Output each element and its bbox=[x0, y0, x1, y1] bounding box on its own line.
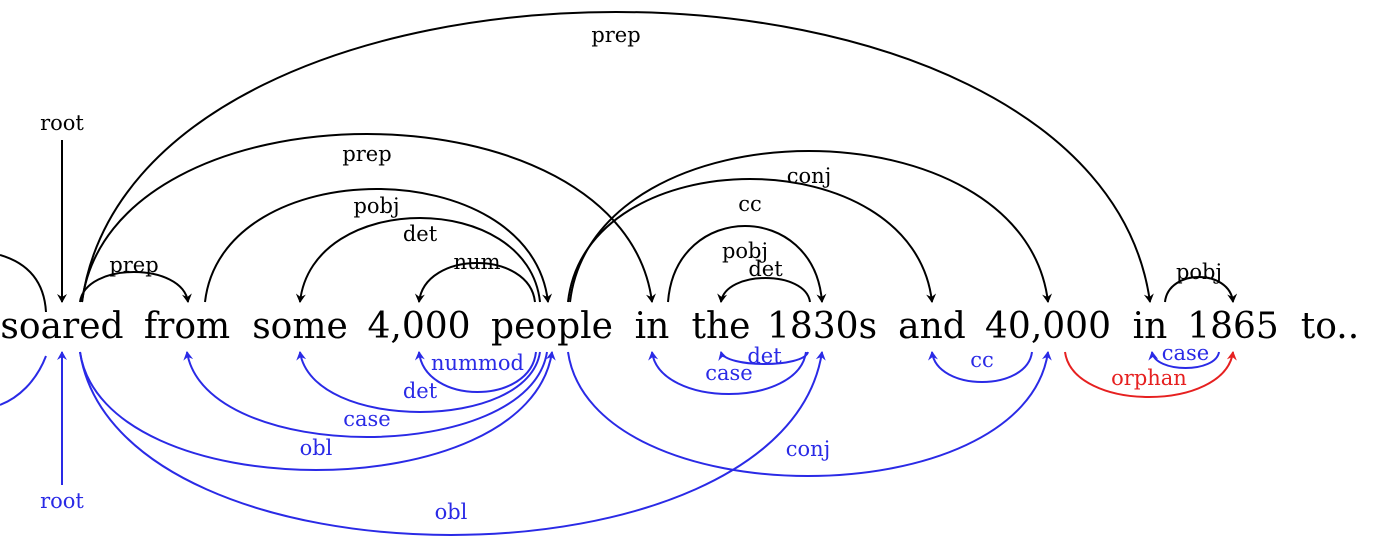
token-2: some bbox=[252, 306, 348, 347]
label-layer: rootrootpreppreppreppobjdetnumconjccpobj… bbox=[40, 23, 1222, 524]
bottom-edge-label-case-6: case bbox=[705, 361, 753, 385]
top-edge-label-pobj-3: pobj bbox=[353, 194, 399, 218]
token-9: 40,000 bbox=[985, 306, 1111, 347]
top-edge-label-num-5: num bbox=[454, 250, 501, 274]
root-bottom-label: root bbox=[40, 489, 84, 513]
token-1: from bbox=[144, 306, 230, 347]
bottom-edge-case-10 bbox=[1148, 351, 1220, 369]
token-6: the bbox=[692, 306, 751, 347]
top-edge-label-det-4: det bbox=[403, 222, 438, 246]
token-8: and bbox=[898, 306, 966, 347]
top-edge-label-pobj-8: pobj bbox=[722, 239, 768, 263]
bottom-edge-offscreen-left bbox=[0, 355, 47, 406]
top-edge-conj-6 bbox=[569, 150, 1053, 303]
top-edge-pobj-3 bbox=[204, 188, 553, 303]
root-top-label: root bbox=[40, 111, 84, 135]
top-edge-offscreen-left bbox=[0, 254, 47, 313]
top-edge-prep-0 bbox=[81, 11, 1154, 303]
bottom-edge-label-conj-8: conj bbox=[786, 437, 830, 461]
top-edge-label-cc-7: cc bbox=[738, 192, 762, 216]
top-edge-pobj-10 bbox=[1164, 276, 1238, 303]
bottom-edge-case-2 bbox=[183, 351, 548, 438]
top-edge-prep-2 bbox=[79, 271, 192, 303]
token-7: 1830s bbox=[767, 306, 877, 347]
bottom-edge-label-det-1: det bbox=[403, 379, 438, 403]
bottom-edge-label-case-2: case bbox=[343, 407, 391, 431]
token-4: people bbox=[491, 306, 613, 347]
top-edge-num-5 bbox=[414, 262, 536, 303]
bottom-edge-obl-3 bbox=[79, 351, 556, 471]
bottom-edge-det-1 bbox=[296, 351, 541, 413]
top-edge-label-det-9: det bbox=[748, 257, 783, 281]
token-5: in bbox=[635, 306, 670, 347]
top-edge-det-9 bbox=[717, 277, 811, 303]
bottom-edge-conj-8 bbox=[567, 351, 1052, 477]
bottom-edge-orphan-9 bbox=[1064, 351, 1237, 398]
top-edge-label-pobj-10: pobj bbox=[1176, 260, 1222, 284]
top-edge-label-prep-1: prep bbox=[342, 142, 391, 166]
bottom-edge-label-obl-3: obl bbox=[300, 436, 333, 460]
bottom-edge-label-case-10: case bbox=[1162, 341, 1210, 365]
token-12: to.. bbox=[1301, 306, 1359, 347]
token-0: soared bbox=[0, 306, 123, 347]
bottom-edge-label-cc-7: cc bbox=[970, 348, 994, 372]
edge-layer bbox=[0, 11, 1238, 536]
top-edge-pobj-8 bbox=[667, 225, 827, 303]
bottom-edge-label-nummod-0: nummod bbox=[431, 351, 524, 375]
token-11: 1865 bbox=[1187, 306, 1279, 347]
top-edge-cc-7 bbox=[567, 178, 937, 303]
bottom-edge-obl-4 bbox=[79, 351, 826, 536]
token-10: in bbox=[1133, 306, 1168, 347]
bottom-edge-label-obl-4: obl bbox=[435, 500, 468, 524]
token-3: 4,000 bbox=[367, 306, 470, 347]
bottom-edge-label-det-5: det bbox=[747, 344, 782, 368]
bottom-edge-nummod-0 bbox=[414, 351, 537, 393]
top-edge-label-prep-0: prep bbox=[591, 23, 640, 47]
bottom-edge-label-orphan-9: orphan bbox=[1111, 366, 1187, 390]
bottom-edge-cc-7 bbox=[928, 351, 1033, 383]
top-edge-label-conj-6: conj bbox=[787, 164, 831, 188]
top-edge-det-4 bbox=[295, 217, 541, 303]
top-edge-label-prep-2: prep bbox=[109, 253, 158, 277]
bottom-edge-case-6 bbox=[648, 351, 807, 395]
